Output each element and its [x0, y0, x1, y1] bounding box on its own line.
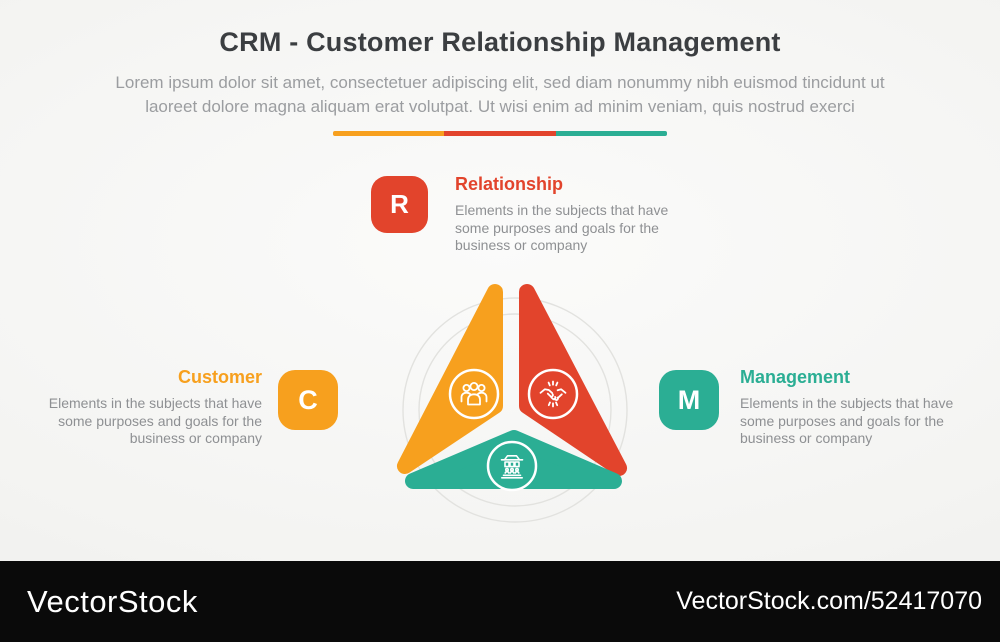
relationship-desc-line: Elements in the subjects that have — [455, 202, 669, 218]
background-ring-outer — [402, 297, 628, 523]
management-description: Elements in the subjects that have some … — [740, 395, 960, 448]
vectorstock-logo: VectorStock — [27, 583, 198, 619]
watermark-bar: VectorStock VectorStock.com/52417070 — [0, 561, 1000, 642]
watermark-credit-url: VectorStock.com/52417070 — [676, 587, 982, 615]
relationship-desc-line: business or company — [455, 237, 588, 253]
handshake-icon-circle — [527, 368, 579, 420]
customer-block: Customer Elements in the subjects that h… — [42, 367, 262, 448]
management-desc-line: some purposes and goals for the — [740, 412, 944, 429]
relationship-block: Relationship Elements in the subjects th… — [455, 174, 675, 255]
relationship-description: Elements in the subjects that have some … — [455, 202, 675, 255]
subtitle-line-1: Lorem ipsum dolor sit amet, consectetuer… — [115, 73, 885, 92]
customer-title: Customer — [177, 367, 262, 387]
relationship-desc-line: some purposes and goals for the — [455, 219, 659, 236]
triangle-pie-diagram — [397, 284, 628, 523]
customer-wedge — [397, 284, 503, 474]
relationship-letter-badge: R — [371, 176, 428, 233]
handshake-icon — [539, 380, 567, 408]
management-title: Management — [740, 367, 851, 387]
tricolor-divider — [333, 131, 667, 136]
people-icon-circle — [448, 368, 500, 420]
bank-icon-circle — [486, 440, 538, 492]
people-icon — [460, 382, 488, 406]
bank-icon — [500, 455, 524, 479]
divider-segment-orange — [333, 131, 445, 136]
divider-segment-teal — [555, 131, 667, 136]
divider-segment-red — [444, 131, 556, 136]
subtitle-line-2: laoreet dolore magna aliquam erat volutp… — [145, 97, 855, 116]
management-letter-badge: M — [659, 370, 719, 430]
management-desc-line: business or company — [740, 430, 873, 446]
page-title: CRM - Customer Relationship Management — [219, 27, 781, 57]
customer-letter-badge: C — [278, 370, 338, 430]
customer-desc-line: some purposes and goals for the — [58, 412, 262, 429]
management-desc-line: Elements in the subjects that have — [740, 395, 954, 411]
background-ring-inner — [418, 313, 612, 507]
customer-desc-line: business or company — [129, 430, 262, 446]
relationship-title: Relationship — [455, 174, 564, 194]
management-block: Management Elements in the subjects that… — [740, 367, 960, 448]
customer-description: Elements in the subjects that have some … — [42, 395, 262, 448]
subtitle: Lorem ipsum dolor sit amet, consectetuer… — [0, 71, 1000, 119]
customer-desc-line: Elements in the subjects that have — [48, 395, 262, 411]
